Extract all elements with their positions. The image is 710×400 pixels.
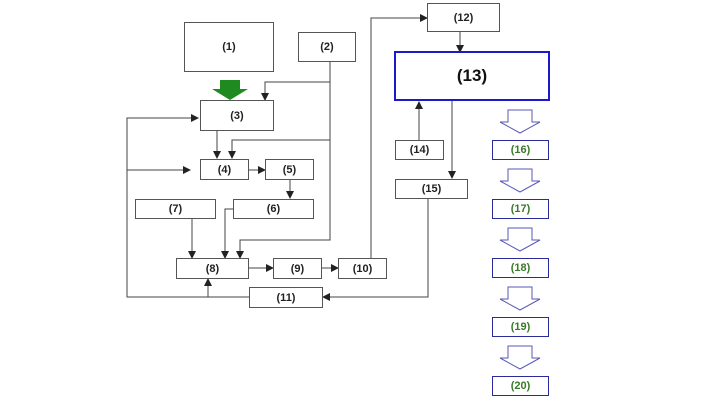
node-7: (7): [135, 199, 216, 219]
step-arrow-icon: [499, 109, 541, 134]
node-16: (16): [492, 140, 549, 160]
node-4: (4): [200, 159, 249, 180]
node-13: (13): [394, 51, 550, 101]
edge-6-8: [221, 208, 233, 259]
step-arrow-icon: [499, 227, 541, 252]
edge-2-3: [261, 62, 331, 101]
node-18: (18): [492, 258, 549, 278]
step-arrow-icon: [499, 286, 541, 311]
edge-11-8: [204, 278, 249, 298]
node-15: (15): [395, 179, 468, 199]
node-11: (11): [249, 287, 323, 308]
node-1: (1): [184, 22, 274, 72]
node-2: (2): [298, 32, 356, 62]
node-8: (8): [176, 258, 249, 279]
node-6: (6): [233, 199, 314, 219]
edge-15-11: [322, 199, 429, 301]
node-5: (5): [265, 159, 314, 180]
edge-2-8: [236, 140, 331, 259]
node-19: (19): [492, 317, 549, 337]
step-arrow-icon: [499, 168, 541, 193]
node-3: (3): [200, 100, 274, 131]
edge-11-3: [126, 114, 208, 298]
node-9: (9): [273, 258, 322, 279]
edge-2-4: [228, 82, 331, 159]
node-14: (14): [395, 140, 444, 160]
node-10: (10): [338, 258, 387, 279]
node-12: (12): [427, 3, 500, 32]
step-arrow-icon: [499, 345, 541, 370]
edge-10-12: [370, 14, 428, 258]
node-17: (17): [492, 199, 549, 219]
input-arrow-icon: [212, 80, 248, 100]
node-20: (20): [492, 376, 549, 396]
